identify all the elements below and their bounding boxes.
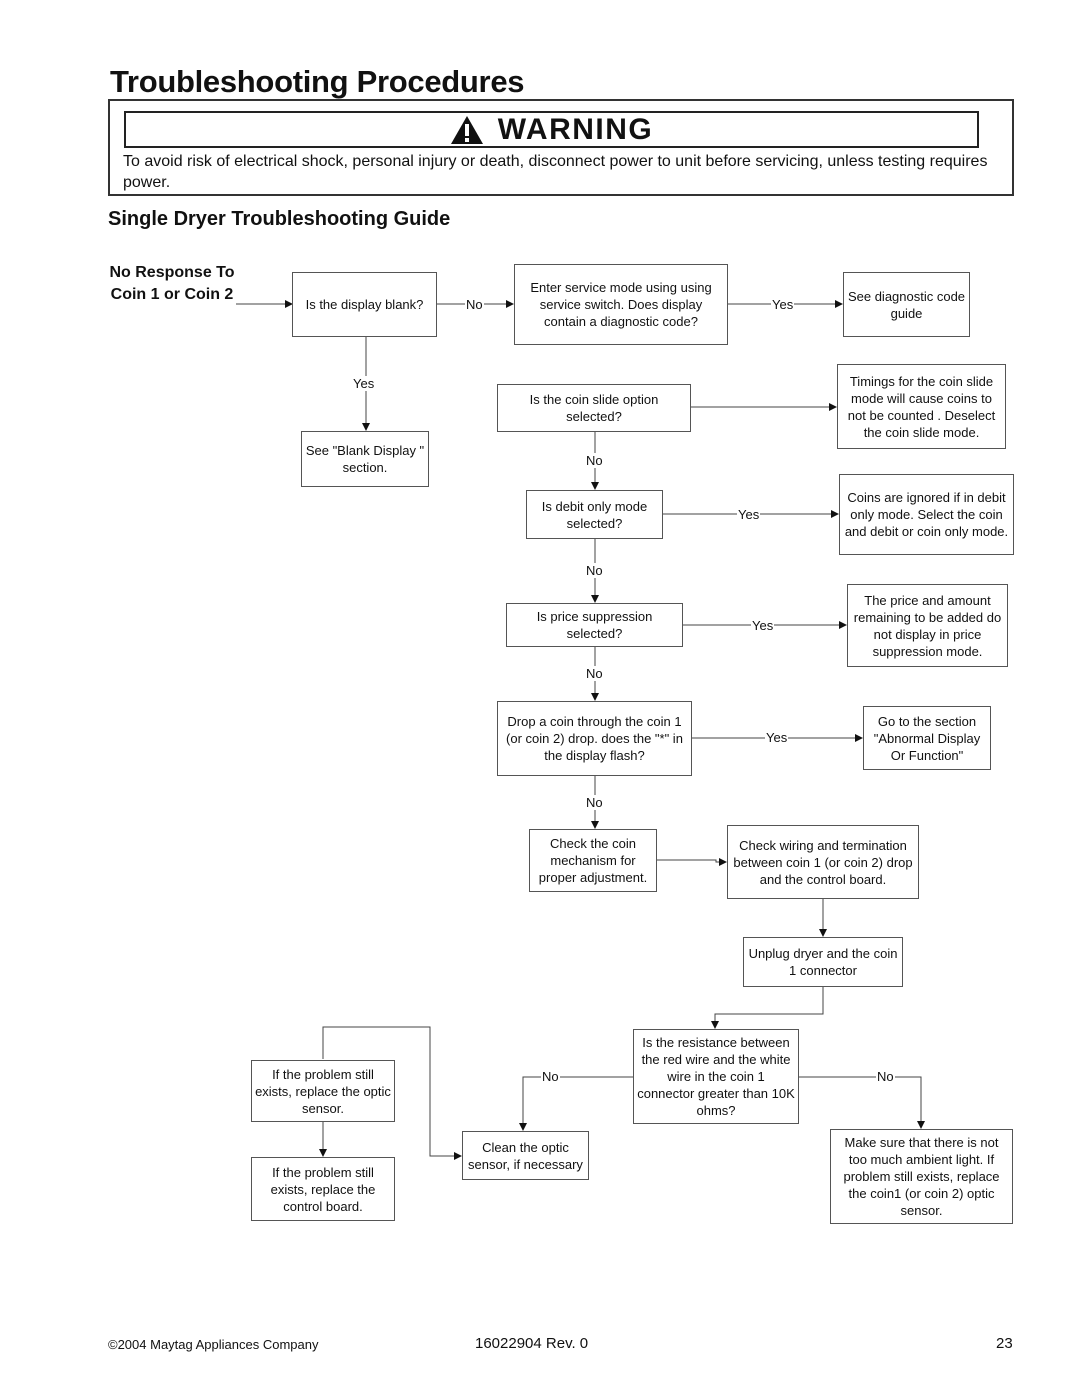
page-title: Troubleshooting Procedures [110, 64, 525, 99]
yes-label-display-blank: Yes [352, 376, 376, 391]
service-mode-box: Enter service mode using using service s… [514, 264, 728, 345]
ambient-light-box: Make sure that there is not too much amb… [830, 1129, 1013, 1224]
debit-question-box: Is debit only mode selected? [526, 490, 663, 539]
check-mechanism-box: Check the coin mechanism for proper adju… [529, 829, 657, 892]
yes-label-price: Yes [751, 618, 775, 633]
coin-slide-question-box: Is the coin slide option selected? [497, 384, 691, 432]
price-question-box: Is price suppression selected? [506, 603, 683, 647]
display-blank-box: Is the display blank? [292, 272, 437, 337]
warning-text: To avoid risk of electrical shock, perso… [123, 153, 988, 191]
footer-page-number: 23 [996, 1335, 1013, 1352]
no-label-debit: No [585, 563, 604, 578]
no-label-price: No [585, 666, 604, 681]
no-label-resistance-left: No [541, 1069, 560, 1084]
clean-optic-box: Clean the optic sensor, if necessary [462, 1131, 589, 1180]
resistance-question-box: Is the resistance between the red wire a… [633, 1029, 799, 1124]
yes-label-debit: Yes [737, 507, 761, 522]
no-label-coin-drop: No [585, 795, 604, 810]
check-wiring-box: Check wiring and termination between coi… [727, 825, 919, 899]
warning-triangle-icon [450, 115, 483, 144]
guide-title: Single Dryer Troubleshooting Guide [108, 208, 451, 230]
warning-panel [108, 99, 1014, 196]
no-label-resistance-right: No [876, 1069, 895, 1084]
unplug-dryer-box: Unplug dryer and the coin 1 connector [743, 937, 903, 987]
coin-drop-question-box: Drop a coin through the coin 1 (or coin … [497, 701, 692, 776]
warning-banner: WARNING [124, 111, 979, 148]
no-label-display-blank: No [465, 297, 484, 312]
replace-optic-box: If the problem still exists, replace the… [251, 1060, 395, 1122]
footer-copyright: ©2004 Maytag Appliances Company [108, 1337, 319, 1352]
yes-label-coin-drop: Yes [765, 730, 789, 745]
yes-label-service-mode: Yes [771, 297, 795, 312]
abnormal-display-box: Go to the section "Abnormal Display Or F… [863, 706, 991, 770]
warning-label: WARNING [497, 112, 654, 146]
no-label-coin-slide: No [585, 453, 604, 468]
debit-note-box: Coins are ignored if in debit only mode.… [839, 474, 1014, 555]
start-label: No Response To Coin 1 or Coin 2 [109, 264, 235, 303]
footer-doc-number: 16022904 Rev. 0 [475, 1335, 589, 1352]
see-diagnostic-box: See diagnostic code guide [843, 272, 970, 337]
coin-slide-note-box: Timings for the coin slide mode will cau… [837, 364, 1006, 449]
see-blank-display-box: See "Blank Display " section. [301, 431, 429, 487]
price-note-box: The price and amount remaining to be add… [847, 584, 1008, 667]
replace-board-box: If the problem still exists, replace the… [251, 1157, 395, 1221]
